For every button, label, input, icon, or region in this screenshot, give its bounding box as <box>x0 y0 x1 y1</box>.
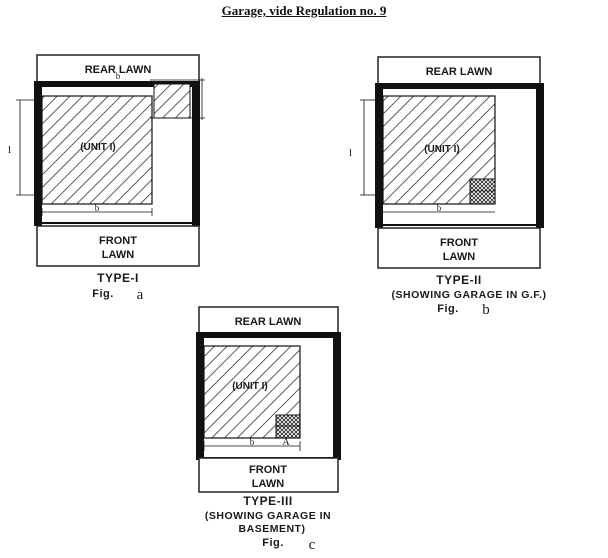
front-lawn-label-a-1: FRONT <box>99 235 137 247</box>
dim-l-a: l <box>8 144 11 156</box>
fig-word-a: Fig. <box>92 288 114 300</box>
front-lawn-a <box>36 225 200 267</box>
dim-l-b: l <box>349 147 352 159</box>
dim-b-bottom-b: b <box>437 203 442 213</box>
type-label-b: TYPE-II <box>436 273 482 287</box>
front-lawn-b <box>377 227 541 269</box>
page-title: Garage, vide Regulation no. 9 <box>221 3 387 18</box>
type-label-a: TYPE-I <box>97 271 139 285</box>
front-lawn-label-c-1: FRONT <box>249 464 287 476</box>
fig-letter-a: a <box>137 287 144 303</box>
figure-b: REAR LAWN l b (UNIT I) FRONT LAWN TYPE-I… <box>349 56 547 318</box>
unit-label-c: (UNIT I) <box>232 381 268 392</box>
fig-word-b: Fig. <box>437 303 459 315</box>
rear-lawn-c <box>198 306 339 335</box>
front-lawn-label-b-2: LAWN <box>443 251 475 263</box>
front-lawn-label-a-2: LAWN <box>102 249 134 261</box>
unit-label-b: (UNIT I) <box>424 144 460 155</box>
rear-lawn-label-c: REAR LAWN <box>235 316 302 328</box>
unit-label-a: (UNIT I) <box>80 142 116 153</box>
dim-b-top-a: b <box>116 71 121 81</box>
garage-b <box>469 178 496 205</box>
rear-lawn-a <box>36 54 200 84</box>
figure-a: REAR LAWN l b b (UNIT I) FRONT LAWN TYPE… <box>8 54 205 303</box>
front-lawn-c <box>198 457 339 493</box>
subtitle-c-2: BASEMENT) <box>239 523 306 535</box>
dim-b-bottom-a: b <box>95 203 100 213</box>
figure-c: REAR LAWN b A (UNIT I) FRONT LAWN TYPE-I… <box>196 306 341 553</box>
front-lawn-label-b-1: FRONT <box>440 237 478 249</box>
front-lawn-label-c-2: LAWN <box>252 478 284 490</box>
dim-b-c: b <box>250 437 255 447</box>
unit-a <box>41 95 153 205</box>
rear-lawn-b <box>377 56 541 86</box>
garage-c <box>275 414 301 439</box>
fig-word-c: Fig. <box>262 537 284 549</box>
rear-lawn-label-a: REAR LAWN <box>85 64 152 76</box>
dim-A-c: A <box>282 437 290 448</box>
fig-letter-b: b <box>482 302 490 318</box>
garage-a <box>153 83 191 119</box>
rear-lawn-label-b: REAR LAWN <box>426 66 493 78</box>
subtitle-c-1: (SHOWING GARAGE IN <box>205 510 331 522</box>
fig-letter-c: c <box>309 537 316 553</box>
subtitle-b: (SHOWING GARAGE IN G.F.) <box>392 289 547 301</box>
type-label-c: TYPE-III <box>243 494 292 508</box>
